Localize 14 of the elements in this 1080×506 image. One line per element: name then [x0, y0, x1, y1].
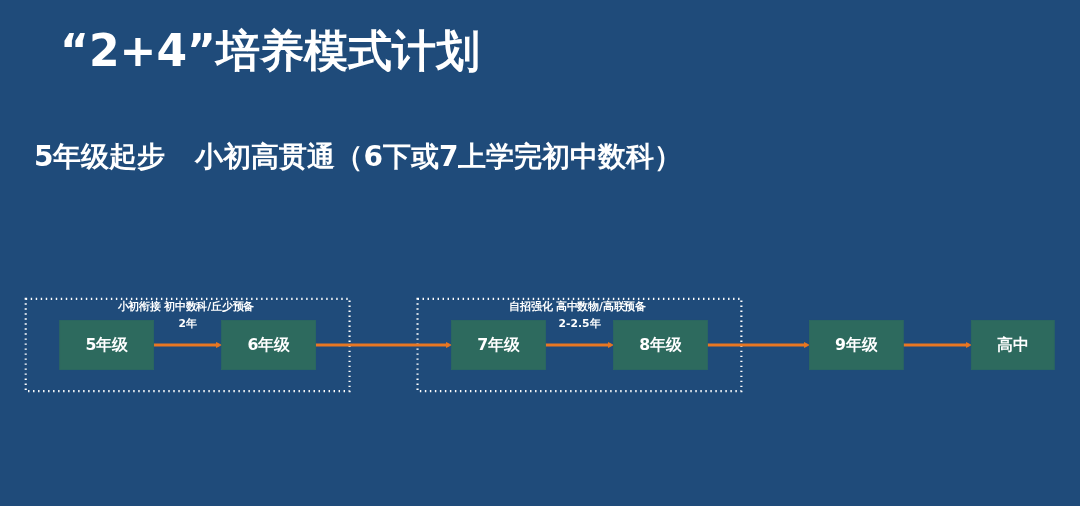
arrow [903, 341, 972, 349]
arrow [545, 341, 614, 349]
subtitle-text: 小初高贯通（6下或7上学完初中数科） [195, 139, 683, 175]
node-box: 高中 [970, 319, 1055, 371]
subtitle-text: 5年级起步 [34, 139, 166, 175]
node-box: 8年级 [613, 319, 708, 371]
arrow [153, 341, 222, 349]
arrow [707, 341, 810, 349]
node-box: 6年级 [221, 319, 316, 371]
arrow [315, 341, 452, 349]
node-box: 9年级 [809, 319, 904, 371]
title: “2+4”培养模式计划 [60, 24, 480, 78]
node-box: 5年级 [59, 319, 154, 371]
node-box: 7年级 [451, 319, 546, 371]
